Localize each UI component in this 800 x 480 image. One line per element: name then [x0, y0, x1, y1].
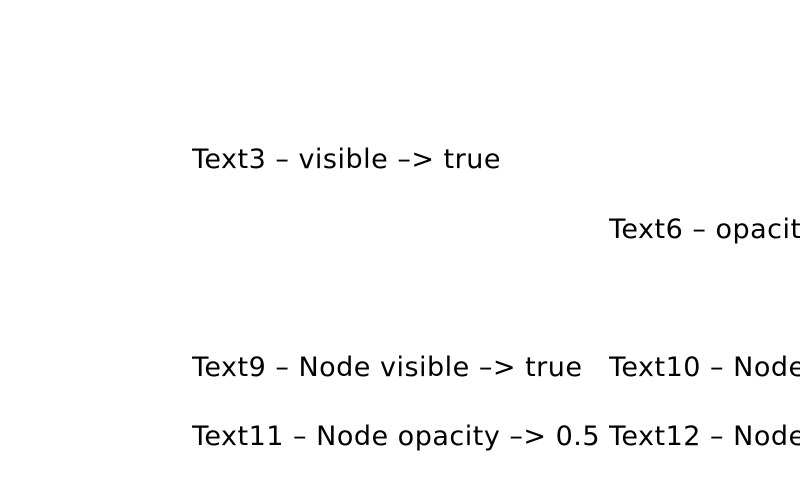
text-row-text12-content: Text12 – Node opacity –> 1.0 — [609, 421, 800, 452]
text-row-text9-content: Text9 – Node visible –> true — [192, 352, 583, 383]
text-row-text12: Text12 – Node opacity –> 1.0 — [609, 418, 800, 458]
text-row-text3-content: Text3 – visible –> true — [192, 144, 501, 175]
text-row-text6-content: Text6 – opacity –> 0.5 — [609, 214, 800, 245]
text-row-text9: Text9 – Node visible –> true — [192, 349, 600, 389]
text-row-text3: Text3 – visible –> true — [192, 141, 600, 181]
text-row-text11-content: Text11 – Node opacity –> 0.5 — [192, 421, 600, 452]
text-row-text11: Text11 – Node opacity –> 0.5 — [192, 418, 600, 458]
text-row-text10-content: Text10 – Node visible –> false — [609, 352, 800, 383]
text-row-text6: Text6 – opacity –> 0.5 — [609, 211, 800, 251]
text-row-text10: Text10 – Node visible –> false — [609, 349, 800, 389]
